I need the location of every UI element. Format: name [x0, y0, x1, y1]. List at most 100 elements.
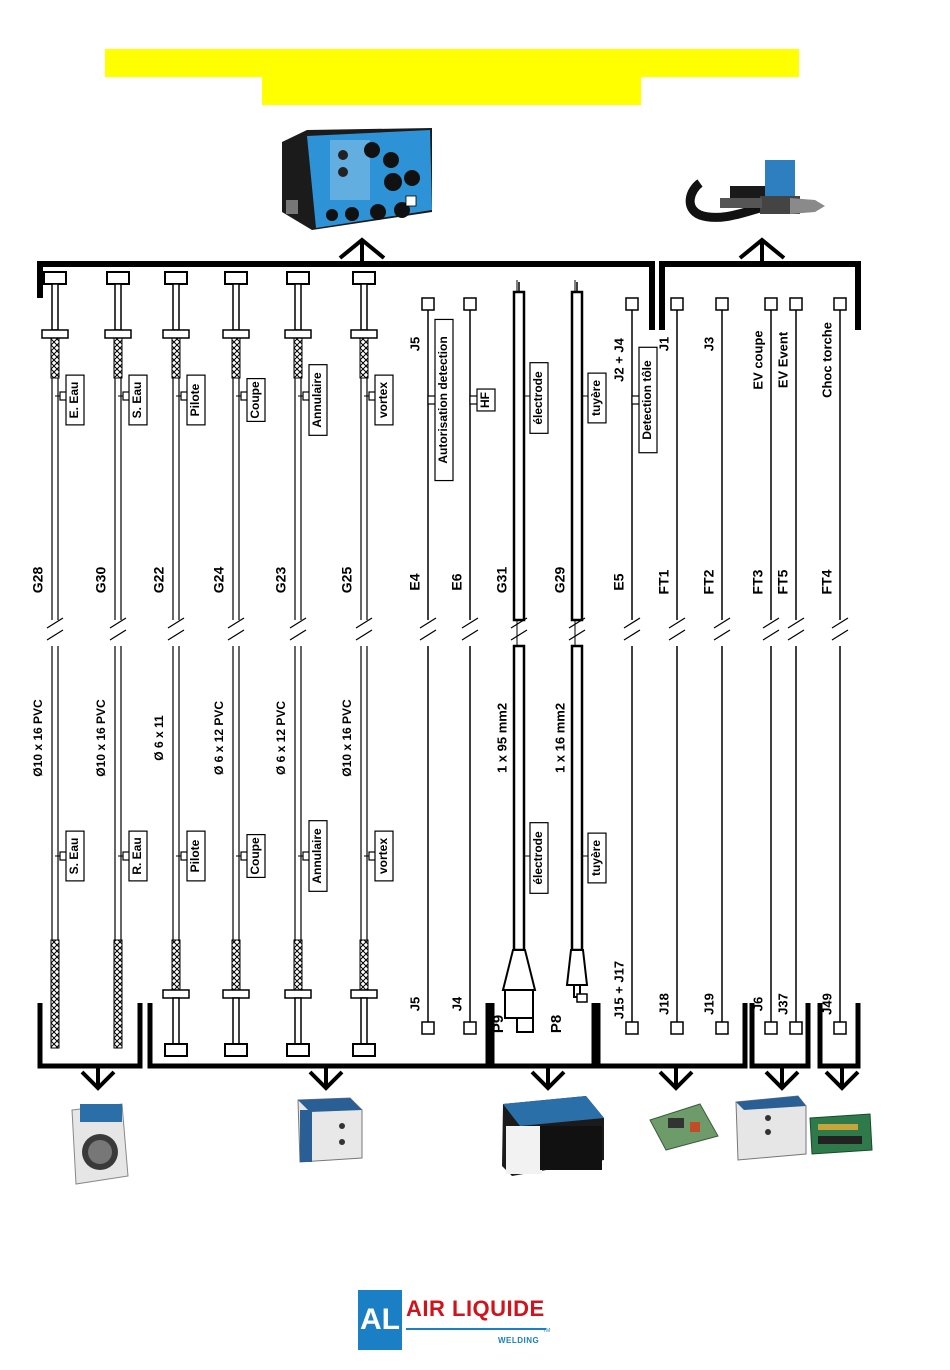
- col-3-top-braid: [231, 337, 241, 379]
- col-6-break-mark: [419, 617, 437, 641]
- col-4-bot-stem: [294, 997, 302, 1045]
- col-11-conn-group: J18: [656, 993, 671, 1015]
- col-7-top-tag: HF: [478, 392, 492, 408]
- col-0-top-fitting: [43, 271, 67, 285]
- col-15-code: FT4: [819, 569, 835, 594]
- col-4-top-tag-box: [308, 364, 328, 436]
- col-7-conn: J4: [449, 996, 464, 1011]
- col-4-code-group: G23: [273, 567, 289, 594]
- col-8-conn: P9: [490, 1015, 507, 1033]
- col-7-break-mark: [461, 617, 479, 641]
- interface-box-image: [735, 1095, 807, 1161]
- col-4-top-stem: [294, 283, 302, 331]
- col-14-break-mark: [787, 617, 805, 641]
- col-6-top-tag: Autorisation detection: [436, 336, 450, 463]
- col-2-top-tag-group: Pilote: [186, 374, 206, 426]
- col-0-top-nut: [41, 329, 69, 339]
- col-8-top-tag-box: [529, 362, 549, 434]
- col-3-bot-fitting: [224, 1043, 248, 1057]
- col-3-bot-tag-box: [246, 834, 266, 878]
- col-1-break-lines: [109, 617, 127, 641]
- col-9-plug-cone: [565, 949, 589, 986]
- col-6-top-connector: [421, 297, 435, 311]
- col-5-bot-nut: [350, 989, 378, 999]
- col-7-bottom-connector: [463, 1021, 477, 1035]
- col-3-bot-nut: [222, 989, 250, 999]
- col-11-break-lines: [668, 617, 686, 641]
- col-2-top-tag-box: [186, 374, 206, 426]
- col-8-cable-bottom: [512, 644, 526, 952]
- col-2-bot-braid: [171, 939, 181, 991]
- col-11-code: FT1: [656, 569, 672, 594]
- col-7-break-lines: [461, 617, 479, 641]
- col-4-break-lines: [289, 617, 307, 641]
- col-0-size-group: Ø10 x 16 PVC: [31, 699, 45, 777]
- col-12-top-conn-group: J3: [701, 337, 716, 351]
- col-4-bot-braid: [293, 939, 303, 991]
- col-13-code: FT3: [750, 569, 766, 594]
- power-source-image: [502, 1096, 604, 1176]
- col-8-code-group: G31: [494, 567, 510, 594]
- col-9-bot-tag: tuyère: [589, 840, 603, 876]
- col-3-top-tag: Coupe: [248, 381, 262, 419]
- col-6-break-lines: [419, 617, 437, 641]
- col-11-top-connector: [670, 297, 684, 311]
- col-11-break-mark: [668, 617, 686, 641]
- col-0-bot-tag-group: S. Eau: [65, 830, 85, 882]
- title-banner-top: [105, 49, 799, 77]
- bottom-bus-1: [37, 1003, 143, 1091]
- col-10-top-tag-group: Detection tôle: [638, 346, 658, 454]
- col-10-break-mark: [623, 617, 641, 641]
- col-1-code-group: G30: [93, 567, 109, 594]
- col-5-bot-stem: [360, 997, 368, 1045]
- col-4-bot-tag: Annulaire: [310, 828, 324, 884]
- col-0-bot-braid: [50, 939, 60, 1049]
- col-13-code-group: FT3: [750, 569, 766, 594]
- col-10-bottom-connector: [625, 1021, 639, 1035]
- col-9-bot-tag-box: [587, 832, 607, 884]
- col-0-top-tag-group: E. Eau: [65, 374, 85, 426]
- col-1-bot-tag: R. Eau: [130, 837, 144, 874]
- col-15-top-conn: Choc torche: [819, 322, 834, 398]
- col-6-code-group: E4: [407, 573, 423, 590]
- col-1-top-fitting: [106, 271, 130, 285]
- col-12-bottom-connector: [715, 1021, 729, 1035]
- gas-box-image: [297, 1097, 363, 1163]
- col-0-code: G28: [30, 567, 46, 594]
- col-2-size-group: Ø 6 x 11: [152, 715, 166, 761]
- col-9-conn: P8: [548, 1015, 565, 1033]
- col-5-top-tag-box: [374, 374, 394, 426]
- col-8-break-mark: [510, 617, 528, 641]
- col-9-cable-bottom: [570, 644, 584, 952]
- col-4-code: G23: [273, 567, 289, 594]
- col-9-code: G29: [552, 567, 568, 594]
- col-5-top-nut: [350, 329, 378, 339]
- col-0-size: Ø10 x 16 PVC: [31, 699, 45, 777]
- col-0-top-braid: [50, 337, 60, 379]
- bottom-bus-3: [489, 1003, 597, 1091]
- col-9-size-group: 1 x 16 mm2: [552, 703, 567, 773]
- col-9-top-tag: tuyère: [589, 380, 603, 416]
- col-3-top-stem: [232, 283, 240, 331]
- col-8-cable-top: [512, 290, 526, 622]
- col-1-code: G30: [93, 567, 109, 594]
- col-5-bot-fitting: [352, 1043, 376, 1057]
- col-12-break-lines: [713, 617, 731, 641]
- col-8-size: 1 x 95 mm2: [494, 703, 509, 773]
- col-6-conn-group: J5: [407, 997, 422, 1011]
- col-2-bot-tag-group: Pilote: [186, 830, 206, 882]
- top-bus-right: [659, 237, 861, 330]
- col-8-plug-cone: [501, 949, 537, 991]
- col-4-break-mark: [289, 617, 307, 641]
- col-7-top-tag-box: [476, 388, 496, 412]
- col-8-top-tag-group: électrode: [529, 362, 549, 434]
- col-13-conn-group: J6: [750, 997, 765, 1011]
- col-5-code: G25: [339, 567, 355, 594]
- col-11-top-conn-group: J1: [656, 337, 671, 351]
- col-15-break-mark: [831, 617, 849, 641]
- cooling-unit-image: [71, 1103, 129, 1185]
- col-5-size: Ø10 x 16 PVC: [340, 699, 354, 777]
- col-10-conn-group: J15 + J17: [611, 961, 626, 1019]
- col-2-bot-stem: [172, 997, 180, 1045]
